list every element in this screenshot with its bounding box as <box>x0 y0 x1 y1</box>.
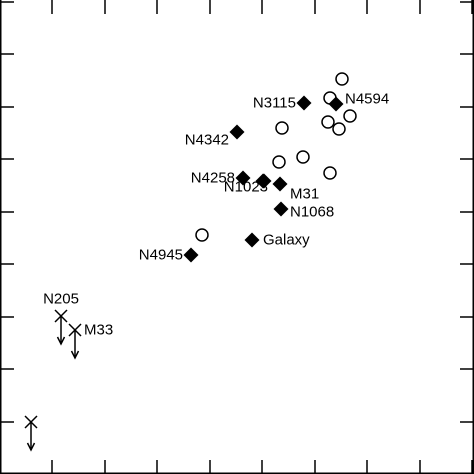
data-label-m33: M33 <box>84 322 113 339</box>
limit-arrow-head <box>70 350 80 360</box>
data-label-n4594: N4594 <box>345 91 389 108</box>
circle-point-open-circle-2 <box>343 109 357 123</box>
diamond-point-m31 <box>272 176 288 192</box>
circle-point-open-circle-9 <box>195 228 209 242</box>
data-label-n205: N205 <box>43 291 79 308</box>
diamond-point-n1068 <box>273 201 289 217</box>
circle-point-open-circle-1 <box>323 91 337 105</box>
data-label-n1068: N1068 <box>290 204 334 221</box>
diamond-point-n4594 <box>328 96 344 112</box>
circle-point-open-circle-0 <box>335 72 349 86</box>
diamond-point-galaxy <box>244 232 260 248</box>
limit-arrow-head <box>56 336 66 346</box>
circle-point-open-circle-5 <box>275 121 289 135</box>
data-label-n4945: N4945 <box>139 247 183 264</box>
diamond-point-n1023 <box>256 173 272 189</box>
circle-point-open-circle-4 <box>332 122 346 136</box>
circle-point-open-circle-6 <box>296 150 310 164</box>
upper-limit-point-n205 <box>54 309 68 346</box>
data-label-n1023: N1023 <box>224 179 268 196</box>
data-label-n4342: N4342 <box>185 132 229 149</box>
diamond-point-n3115 <box>296 95 312 111</box>
circle-point-open-circle-8 <box>323 166 337 180</box>
data-label-n3115: N3115 <box>253 95 296 112</box>
upper-limit-point-cross-upper-limit-2 <box>24 415 38 452</box>
data-label-n4258: N4258 <box>191 170 235 187</box>
diamond-point-n4945 <box>183 247 199 263</box>
circle-point-open-circle-7 <box>272 155 286 169</box>
diamond-point-n4342 <box>229 124 245 140</box>
limit-arrow-head <box>26 442 36 452</box>
data-label-galaxy: Galaxy <box>263 232 310 249</box>
upper-limit-point-m33 <box>68 323 82 360</box>
circle-point-open-circle-3 <box>321 115 335 129</box>
diamond-point-n4258 <box>235 170 251 186</box>
data-label-m31: M31 <box>290 186 319 203</box>
data-marks <box>24 72 357 452</box>
